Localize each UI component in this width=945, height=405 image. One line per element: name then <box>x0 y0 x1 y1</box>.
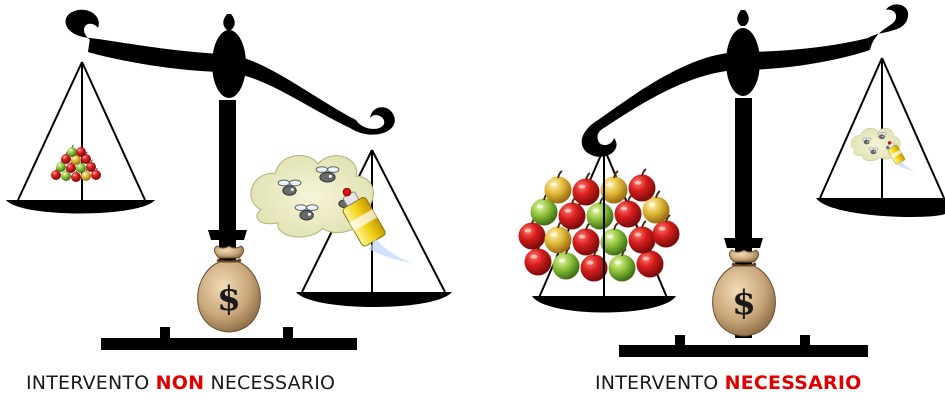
right-money-bag: $ <box>711 248 777 338</box>
right-pan-pests <box>816 57 945 217</box>
right-pan-apples <box>517 147 681 313</box>
caption-left-prefix: INTERVENTO <box>26 372 150 394</box>
right-scale: $ <box>517 4 945 357</box>
right-base <box>619 345 868 357</box>
left-beam <box>88 38 356 128</box>
caption-right-prefix: INTERVENTO <box>595 372 719 394</box>
caption-left-highlight: NON <box>155 372 205 394</box>
left-money-bag: $ <box>196 244 262 334</box>
caption-right-highlight: NECESSARIO <box>724 372 862 394</box>
left-pan-pests <box>250 149 452 307</box>
money-symbol: $ <box>732 283 756 323</box>
money-symbol: $ <box>217 279 241 319</box>
caption-left-suffix: NECESSARIO <box>210 372 336 394</box>
left-pan-apples <box>6 61 155 214</box>
caption-right: INTERVENTO NECESSARIO <box>595 372 862 394</box>
left-scale: $ <box>6 9 452 350</box>
caption-left: INTERVENTO NON NECESSARIO <box>26 372 335 394</box>
left-base <box>101 338 357 350</box>
right-beam <box>598 38 870 128</box>
